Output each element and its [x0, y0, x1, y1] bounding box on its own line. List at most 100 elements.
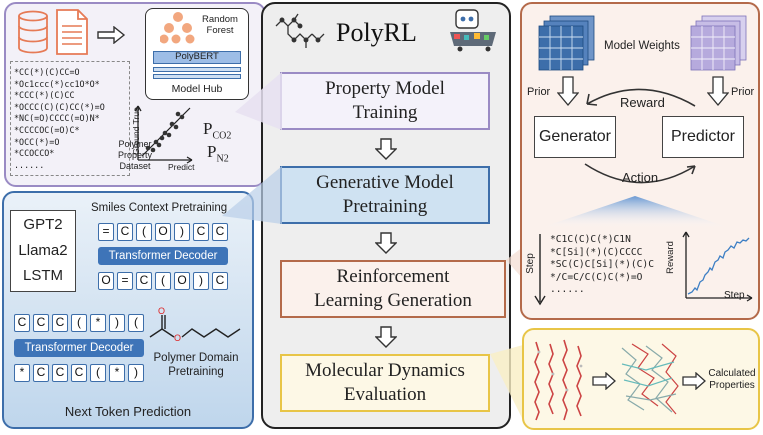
token: )	[193, 272, 209, 290]
scatter-xlabel: Predict	[168, 162, 195, 172]
pn2-sub: N2	[216, 153, 229, 165]
arrow-right-icon	[97, 26, 126, 44]
step-label-vertical: Step	[524, 253, 536, 274]
step-axis-icon	[534, 234, 546, 306]
smiles-item: *CCC(*)(C)CC	[14, 90, 75, 101]
generator-box: Generator	[534, 116, 616, 158]
token: =	[117, 272, 133, 290]
arrow-down-icon	[375, 326, 397, 348]
smiles-item: *OCC(*)=O	[14, 136, 60, 147]
domain-output-tokens: * C C C ( * )	[14, 364, 144, 382]
polybert-label: PolyBERT	[175, 51, 219, 62]
document-icon	[56, 9, 88, 55]
token: C	[33, 314, 49, 332]
scatter-plot	[134, 105, 193, 164]
smiles-item: *OCCC(C)(C)CC(*)=O	[14, 101, 105, 112]
svg-text:O: O	[174, 333, 181, 343]
step-axis-label: Step	[724, 290, 745, 301]
domain-decoder: Transformer Decoder	[14, 339, 144, 357]
smiles-context-title: Smiles Context Pretraining	[91, 202, 228, 214]
polybert-box	[153, 51, 241, 64]
next-token-footer: Next Token Prediction	[64, 404, 192, 419]
reward-axis-label: Reward	[664, 241, 676, 274]
token: (	[71, 314, 87, 332]
smiles-item: *CCOCCO*	[14, 148, 55, 159]
token: C	[193, 223, 209, 241]
arrow-down-icon	[375, 232, 397, 254]
arrow-right-icon	[682, 372, 706, 390]
prior-right-label: Prior	[731, 86, 755, 98]
token: C	[117, 223, 133, 241]
token: (	[128, 314, 144, 332]
token: (	[90, 364, 106, 382]
domain-pretraining-label: Polymer Domain Pretraining	[153, 352, 239, 378]
predictor-box: Predictor	[662, 116, 744, 158]
output-fan	[540, 196, 730, 228]
smiles-item: *SC(C)C[Si](*)(C)C	[550, 259, 654, 270]
pn2-label: PN2	[207, 142, 229, 164]
smiles-item: *Oc1ccc(*)cc1O*O*	[14, 78, 100, 89]
prior-arrow-right-icon	[707, 76, 729, 106]
rl-smiles-list: *C1C(C)C(*)C1N *C[Si](*)(C)CCCC *SC(C)C[…	[550, 234, 654, 297]
robot-icon	[450, 9, 496, 52]
model-list-box	[10, 210, 76, 292]
md-box-icon	[621, 343, 679, 415]
pn2-p: P	[207, 142, 217, 161]
token: =	[98, 223, 114, 241]
reward-label: Reward	[620, 95, 665, 110]
md-panel	[522, 328, 760, 430]
random-forest-label: Random Forest	[202, 14, 238, 36]
token: C	[52, 314, 68, 332]
pco2-p: P	[203, 119, 213, 138]
token: O	[98, 272, 114, 290]
pco2-sub: CO2	[212, 130, 232, 142]
model-gpt2: GPT2	[23, 216, 63, 233]
weights-cube-left-icon	[538, 15, 595, 71]
arrow-down-icon	[375, 138, 397, 160]
smiles-item: *CCCCOC(=O)C*	[14, 124, 80, 135]
token: C	[136, 272, 152, 290]
token: )	[109, 314, 125, 332]
domain-input-tokens: C C C ( * ) (	[14, 314, 144, 332]
reward-arrow-icon	[586, 88, 696, 107]
polymer-chain-icon	[275, 13, 325, 48]
dataset-smiles-box	[10, 61, 130, 176]
token: (	[136, 223, 152, 241]
random-forest-icon	[160, 12, 195, 44]
prior-left-label: Prior	[527, 86, 551, 98]
token: (	[155, 272, 171, 290]
dataset-label: Polymer Property Dataset	[117, 139, 152, 171]
token: *	[90, 314, 106, 332]
smiles-item: */C=C/C(C)C(*)=O	[550, 271, 643, 283]
weights-cube-right-icon	[690, 15, 747, 71]
token: C	[212, 272, 228, 290]
prior-arrow-left-icon	[557, 76, 579, 106]
token: *	[109, 364, 125, 382]
arrow-right-icon	[592, 372, 616, 390]
context-decoder: Transformer Decoder	[98, 247, 228, 265]
ester-molecule-icon: O O	[149, 306, 241, 343]
token: O	[155, 223, 171, 241]
stage-molecular-dynamics-evaluation: Molecular Dynamics Evaluation	[280, 354, 490, 412]
smiles-item: *C[Si](*)(C)CCCC	[550, 246, 643, 258]
polybert-layer	[153, 67, 241, 72]
model-weights-label: Model Weights	[604, 40, 680, 52]
svg-text:O: O	[158, 306, 165, 316]
action-label: Action	[622, 170, 659, 185]
token: C	[212, 223, 228, 241]
stage-reinforcement-learning-generation: Reinforcement Learning Generation	[280, 260, 506, 318]
token: O	[174, 272, 190, 290]
token: )	[128, 364, 144, 382]
smiles-item: ......	[550, 284, 585, 295]
calculated-properties-label: Calculated Properties	[708, 368, 756, 391]
app-title: PolyRL	[336, 18, 417, 47]
token: C	[71, 364, 87, 382]
database-icon	[18, 10, 48, 54]
token: *	[14, 364, 30, 382]
dataset-smiles-list: *CC(*)(C)CC=O *Oc1ccc(*)cc1O*O* *CCC(*)(…	[14, 67, 105, 171]
token: C	[52, 364, 68, 382]
context-input-tokens: = C ( O ) C C	[98, 223, 228, 241]
model-llama2: Llama2	[18, 242, 68, 259]
smiles-item: *NC(=O)CCCC(=O)N*	[14, 113, 100, 124]
reward-curve-chart	[682, 231, 753, 302]
